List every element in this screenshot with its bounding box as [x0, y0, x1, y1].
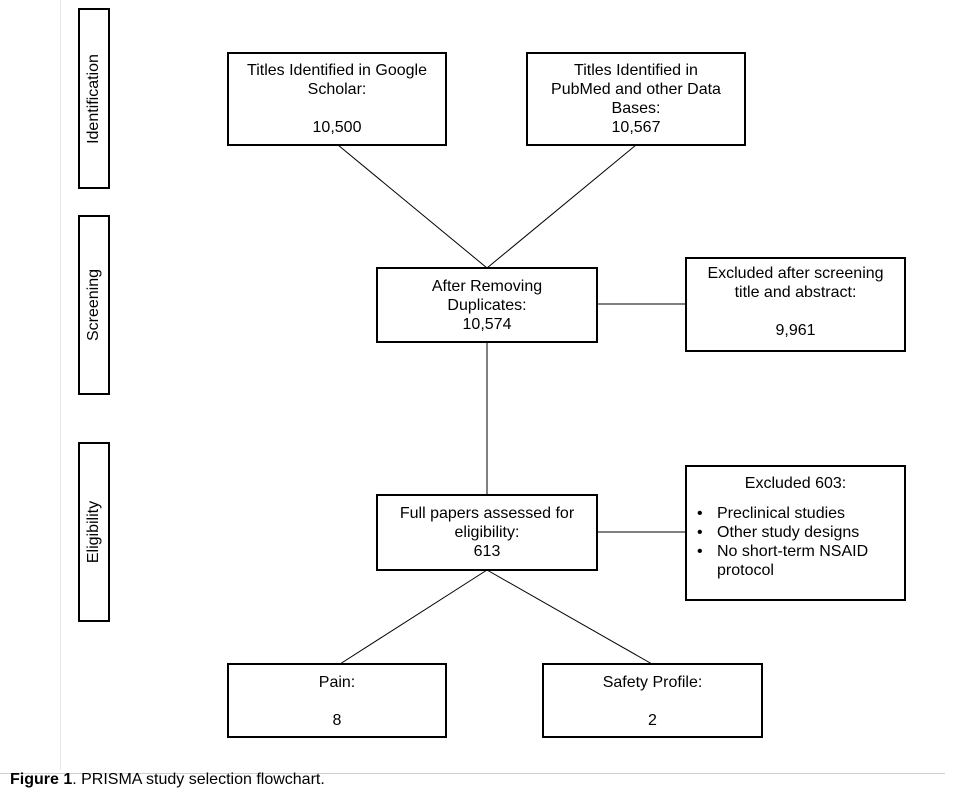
page-margin-rule: [60, 0, 61, 770]
connector-scholar-to-duplicates: [337, 144, 488, 269]
pubmed-line2: PubMed and other Data: [551, 81, 721, 98]
duplicates-line1: After Removing: [431, 278, 543, 295]
pain-label: Pain:: [318, 674, 356, 691]
pubmed-line1: Titles Identified in: [574, 62, 698, 79]
pain-count: 8: [332, 712, 342, 729]
box-excluded-screening: Excluded after screening title and abstr…: [685, 257, 906, 352]
box-safety-profile: Safety Profile: 2: [542, 663, 763, 738]
figure-caption: Figure 1. PRISMA study selection flowcha…: [10, 771, 325, 789]
box-excluded-eligibility: Excluded 603: Preclinical studies Other …: [685, 465, 906, 601]
full-papers-line2: eligibility:: [454, 524, 520, 541]
excluded-screening-line2: title and abstract:: [734, 284, 857, 301]
connector-fullpapers-to-safety: [486, 569, 653, 665]
exclusion-reasons-list: Preclinical studies Other study designs …: [687, 504, 904, 580]
figure-label: Figure 1: [10, 771, 73, 788]
pubmed-count: 10,567: [611, 119, 661, 136]
scholar-count: 10,500: [312, 119, 362, 136]
connector-pubmed-to-duplicates: [486, 144, 637, 269]
stage-screening-label: Screening: [85, 268, 102, 342]
caption-text: . PRISMA study selection flowchart.: [72, 771, 325, 788]
exclusion-reason: Other study designs: [687, 523, 904, 542]
duplicates-count: 10,574: [462, 316, 512, 333]
exclusion-reason: Preclinical studies: [687, 504, 904, 523]
box-pubmed: Titles Identified in PubMed and other Da…: [526, 52, 746, 146]
stage-screening: Screening: [78, 215, 110, 395]
exclusion-reason: No short-term NSAID protocol: [687, 542, 904, 580]
scholar-line1: Titles Identified in Google: [247, 62, 427, 79]
pubmed-line3: Bases:: [611, 100, 661, 117]
stage-identification-label: Identification: [85, 53, 102, 144]
excluded-eligibility-title: Excluded 603:: [744, 475, 847, 492]
box-google-scholar: Titles Identified in Google Scholar: 10,…: [227, 52, 447, 146]
scholar-line2: Scholar:: [307, 81, 367, 98]
duplicates-line2: Duplicates:: [447, 297, 527, 314]
box-duplicates: After Removing Duplicates: 10,574: [376, 267, 598, 343]
excluded-screening-count: 9,961: [775, 322, 816, 339]
box-full-papers: Full papers assessed for eligibility: 61…: [376, 494, 598, 571]
safety-count: 2: [648, 712, 657, 729]
safety-label: Safety Profile:: [602, 674, 703, 691]
stage-eligibility-label: Eligibility: [85, 500, 102, 564]
stage-identification: Identification: [78, 8, 110, 189]
connector-fullpapers-to-pain: [339, 569, 488, 665]
caption-rule: [0, 773, 945, 774]
box-pain: Pain: 8: [227, 663, 447, 738]
stage-eligibility: Eligibility: [78, 442, 110, 622]
full-papers-line1: Full papers assessed for: [399, 505, 575, 522]
full-papers-count: 613: [473, 543, 501, 560]
excluded-screening-line1: Excluded after screening: [707, 265, 884, 282]
